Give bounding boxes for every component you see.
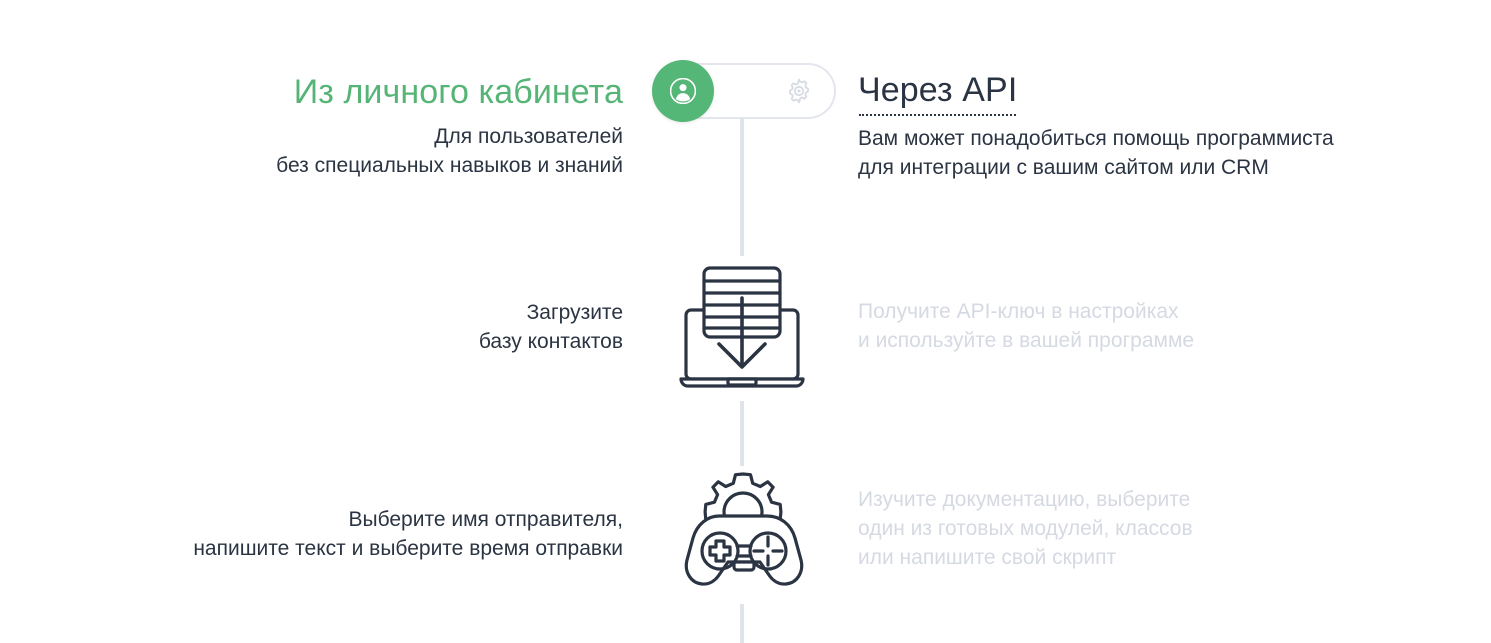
left-step-1-text: Для пользователей без специальных навыко… [40,122,623,180]
right-step-1-line-1: Вам может понадобиться помощь программис… [858,127,1334,150]
left-step-3-text: Выберите имя отправителя, напишите текст… [40,505,623,563]
user-icon [670,78,696,104]
right-step-1-text: Вам может понадобиться помощь программис… [858,124,1458,182]
left-column-heading: Из личного кабинета [293,73,623,111]
right-step-1-line-2: для интеграции с вашим сайтом или CRM [858,156,1269,179]
right-step-3-line-1: Изучите документацию, выберите [858,488,1191,511]
left-step-2: Загрузите базу контактов [40,298,623,356]
left-step-2-line-2: базу контактов [478,330,623,353]
right-step-2: Получите API-ключ в настройках и использ… [858,297,1458,355]
right-step-3-text: Изучите документацию, выберите один из г… [858,485,1458,572]
left-step-3-line-1: Выберите имя отправителя, [348,508,623,531]
laptop-download-icon [679,256,805,401]
right-step-1: Через API Вам может понадобиться помощь … [858,70,1458,182]
gear-icon [786,78,812,104]
right-column-heading[interactable]: Через API [858,70,1017,116]
gamepad-gear-icon [672,466,814,604]
right-step-3: Изучите документацию, выберите один из г… [858,485,1458,572]
left-step-1-line-2: без специальных навыков и знаний [276,154,623,177]
right-step-2-line-2: и используйте в вашей программе [858,329,1195,352]
left-step-3-line-2: напишите текст и выберите время отправки [193,537,623,560]
left-step-2-text: Загрузите базу контактов [40,298,623,356]
right-step-2-text: Получите API-ключ в настройках и использ… [858,297,1458,355]
mode-toggle-knob[interactable] [652,60,714,122]
left-step-1-line-1: Для пользователей [434,125,623,148]
right-step-3-line-2: один из готовых модулей, классов [858,517,1193,540]
mode-toggle[interactable] [652,60,836,122]
right-step-2-line-1: Получите API-ключ в настройках [858,300,1179,323]
left-step-3: Выберите имя отправителя, напишите текст… [40,505,623,563]
left-step-1: Из личного кабинета Для пользователей бе… [40,72,623,180]
left-step-2-line-1: Загрузите [526,301,623,324]
right-step-3-line-3: или напишите свой скрипт [858,546,1117,569]
